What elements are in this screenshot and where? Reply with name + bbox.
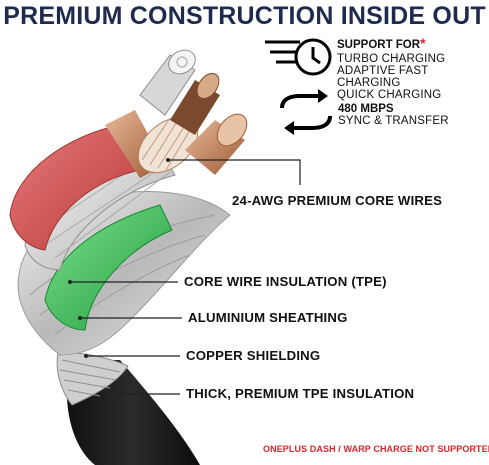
charging-line-adaptive: ADAPTIVE FAST CHARGING <box>337 65 429 89</box>
label-core-wires: 24-AWG PREMIUM CORE WIRES <box>232 193 443 208</box>
footer-note: ONEPLUS DASH / WARP CHARGE NOT SUPPORTED <box>263 444 489 454</box>
label-tpe-insulation: THICK, PREMIUM TPE INSULATION <box>186 386 415 401</box>
label-core-insulation: CORE WIRE INSULATION (TPE) <box>184 274 387 289</box>
label-copper-shielding: COPPER SHIELDING <box>186 348 321 363</box>
charging-feature-title: SUPPORT FOR <box>337 39 421 51</box>
callout-line-core-wires <box>168 159 301 185</box>
fast-charge-clock-icon <box>265 38 332 76</box>
charging-line-turbo: TURBO CHARGING <box>337 53 446 65</box>
charging-line-quick: QUICK CHARGING <box>337 89 442 101</box>
sync-feature-title: 480 MBPS <box>338 103 394 115</box>
page-title: PREMIUM CONSTRUCTION INSIDE OUT <box>3 2 486 30</box>
red-wire <box>9 124 141 251</box>
sync-feature: 480 MBPS SYNC & TRANSFER <box>338 103 449 127</box>
asterisk-mark: * <box>420 35 426 51</box>
sync-arrows-icon <box>280 89 332 135</box>
charging-feature: SUPPORT FOR* TURBO CHARGING ADAPTIVE FAS… <box>337 35 489 101</box>
label-aluminium-sheathing: ALUMINIUM SHEATHING <box>188 310 348 325</box>
sync-feature-line: SYNC & TRANSFER <box>338 115 449 127</box>
green-wire <box>44 204 173 331</box>
